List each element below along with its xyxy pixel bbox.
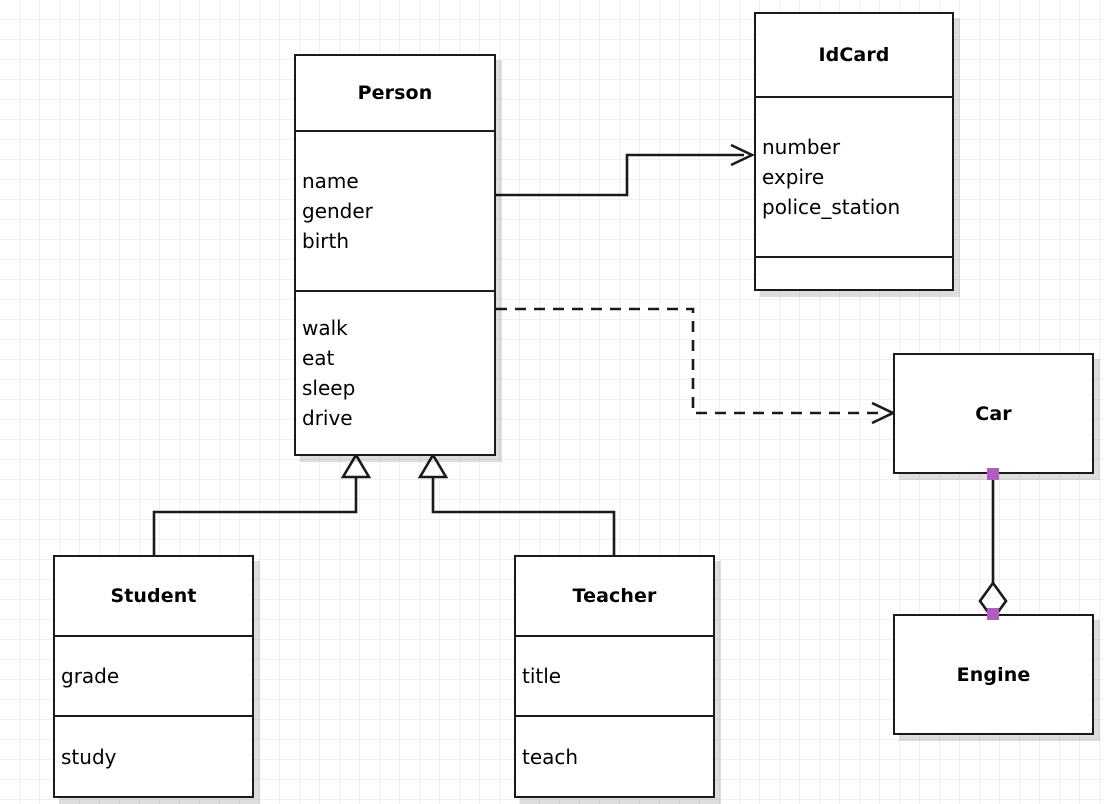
class-methods-person: walk eat sleep drive bbox=[296, 290, 494, 454]
relationship-person-idcard[interactable] bbox=[496, 143, 756, 197]
class-name-label: Engine bbox=[956, 663, 1031, 686]
attribute-item: police_station bbox=[762, 195, 901, 219]
class-name-label: Student bbox=[110, 585, 197, 607]
method-item: eat bbox=[302, 346, 335, 370]
class-attributes-teacher: title bbox=[516, 635, 713, 715]
method-item: sleep bbox=[302, 376, 356, 400]
attribute-item: grade bbox=[61, 664, 120, 688]
method-item: walk bbox=[302, 316, 348, 340]
class-title-person: Person bbox=[296, 56, 494, 130]
attribute-item: title bbox=[522, 664, 562, 688]
class-title-car: Car bbox=[895, 355, 1092, 472]
class-box-idcard[interactable]: IdCard number expire police_station bbox=[754, 12, 954, 291]
class-name-label: IdCard bbox=[818, 44, 890, 66]
attribute-item: name bbox=[302, 169, 359, 193]
class-title-student: Student bbox=[55, 557, 252, 635]
class-box-person[interactable]: Person name gender birth walk eat sleep … bbox=[294, 54, 496, 456]
hollow-triangle-arrowhead-icon bbox=[417, 452, 449, 479]
attribute-item: gender bbox=[302, 199, 373, 223]
attribute-item: expire bbox=[762, 165, 825, 189]
hollow-triangle-arrowhead-icon bbox=[340, 452, 372, 479]
relationship-student-person[interactable] bbox=[152, 452, 372, 556]
attribute-item: number bbox=[762, 135, 841, 159]
method-item: drive bbox=[302, 406, 353, 430]
class-attributes-person: name gender birth bbox=[296, 130, 494, 290]
class-title-idcard: IdCard bbox=[756, 14, 952, 96]
class-name-label: Car bbox=[975, 402, 1012, 425]
class-box-teacher[interactable]: Teacher title teach bbox=[514, 555, 715, 798]
class-title-teacher: Teacher bbox=[516, 557, 713, 635]
class-name-label: Person bbox=[357, 82, 433, 104]
class-name-label: Teacher bbox=[572, 585, 657, 607]
class-attributes-student: grade bbox=[55, 635, 252, 715]
relationship-car-engine[interactable] bbox=[978, 474, 1008, 622]
class-attributes-idcard: number expire police_station bbox=[756, 96, 952, 256]
class-methods-idcard bbox=[756, 256, 952, 293]
class-methods-teacher: teach bbox=[516, 715, 713, 796]
class-methods-student: study bbox=[55, 715, 252, 796]
class-box-student[interactable]: Student grade study bbox=[53, 555, 254, 798]
open-arrowhead-icon bbox=[730, 143, 756, 167]
method-item: teach bbox=[522, 744, 579, 769]
class-title-engine: Engine bbox=[895, 616, 1092, 733]
relationship-teacher-person[interactable] bbox=[417, 452, 616, 556]
method-item: study bbox=[61, 744, 117, 769]
open-arrowhead-icon bbox=[871, 401, 897, 425]
class-box-car[interactable]: Car bbox=[893, 353, 1094, 474]
attribute-item: birth bbox=[302, 229, 349, 253]
relationship-person-car[interactable] bbox=[496, 307, 897, 425]
class-box-engine[interactable]: Engine bbox=[893, 614, 1094, 735]
